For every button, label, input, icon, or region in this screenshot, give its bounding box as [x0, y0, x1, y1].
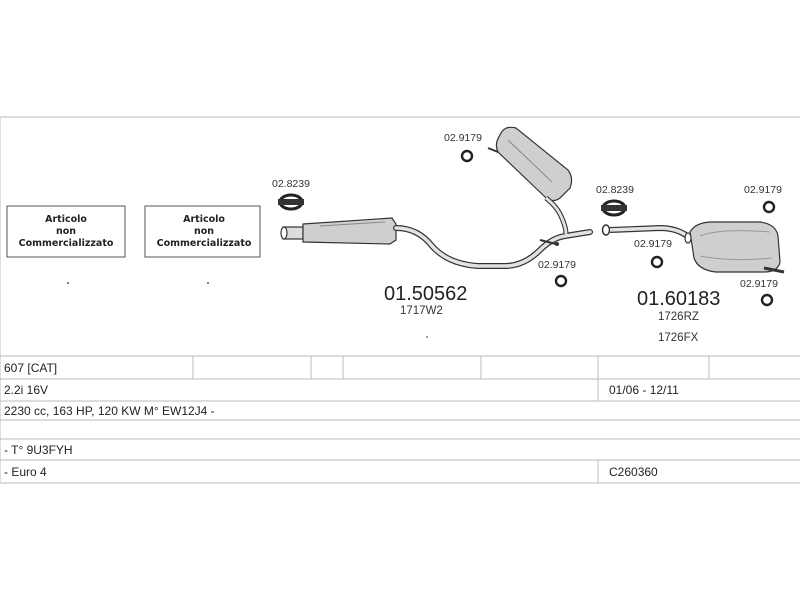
table-model: 607 [CAT] [4, 361, 57, 375]
box-right-line2: non [194, 226, 214, 237]
table-type: - T° 9U3FYH [4, 443, 73, 457]
main-part-code: 01.50562 [384, 283, 467, 305]
box-left-line3: Commercializzato [19, 238, 114, 249]
clamp-a-code: 02.8239 [272, 178, 310, 190]
table-years: 01/06 - 12/11 [609, 383, 679, 397]
box-left-line1: Articolo [45, 214, 87, 225]
table-euro: - Euro 4 [4, 465, 47, 479]
box-right-line3: Commercializzato [157, 238, 252, 249]
rubber-mount-icon [554, 274, 568, 288]
upper-muffler [487, 126, 573, 235]
box-right-line1: Articolo [183, 214, 225, 225]
rubber-mount-icon [762, 200, 776, 214]
rubber-right-left-code: 02.9179 [634, 238, 672, 250]
not-sold-box-left: Articolo non Commercializzato [6, 205, 126, 284]
rear-part-ref-1: 1726RZ [658, 311, 699, 323]
rear-silencer [601, 221, 785, 274]
rubber-top-code: 02.9179 [444, 132, 482, 144]
rubber-mount-icon [650, 255, 664, 269]
table-specs: 2230 cc, 163 HP, 120 KW M° EW12J4 - [4, 404, 215, 418]
rubber-right-bottom-code: 02.9179 [740, 278, 778, 290]
box-left-line2: non [56, 226, 76, 237]
vehicle-info-table [0, 355, 800, 484]
rear-part-code: 01.60183 [637, 288, 720, 310]
rubber-mount-icon [460, 149, 474, 163]
middle-silencer-pipe [280, 217, 593, 269]
main-part-ref: 1717W2 [400, 305, 443, 317]
rear-part-ref-2: 1726FX [658, 332, 699, 344]
clamp-icon [278, 193, 304, 211]
clamp-icon [601, 199, 627, 217]
rubber-mid-code: 02.9179 [538, 259, 576, 271]
clamp-b-code: 02.8239 [596, 184, 634, 196]
table-catalog: C260360 [609, 465, 658, 479]
table-engine: 2.2i 16V [4, 383, 48, 397]
not-sold-box-right: Articolo non Commercializzato [144, 205, 261, 284]
rubber-right-top-code: 02.9179 [744, 184, 782, 196]
rubber-mount-icon [760, 293, 774, 307]
